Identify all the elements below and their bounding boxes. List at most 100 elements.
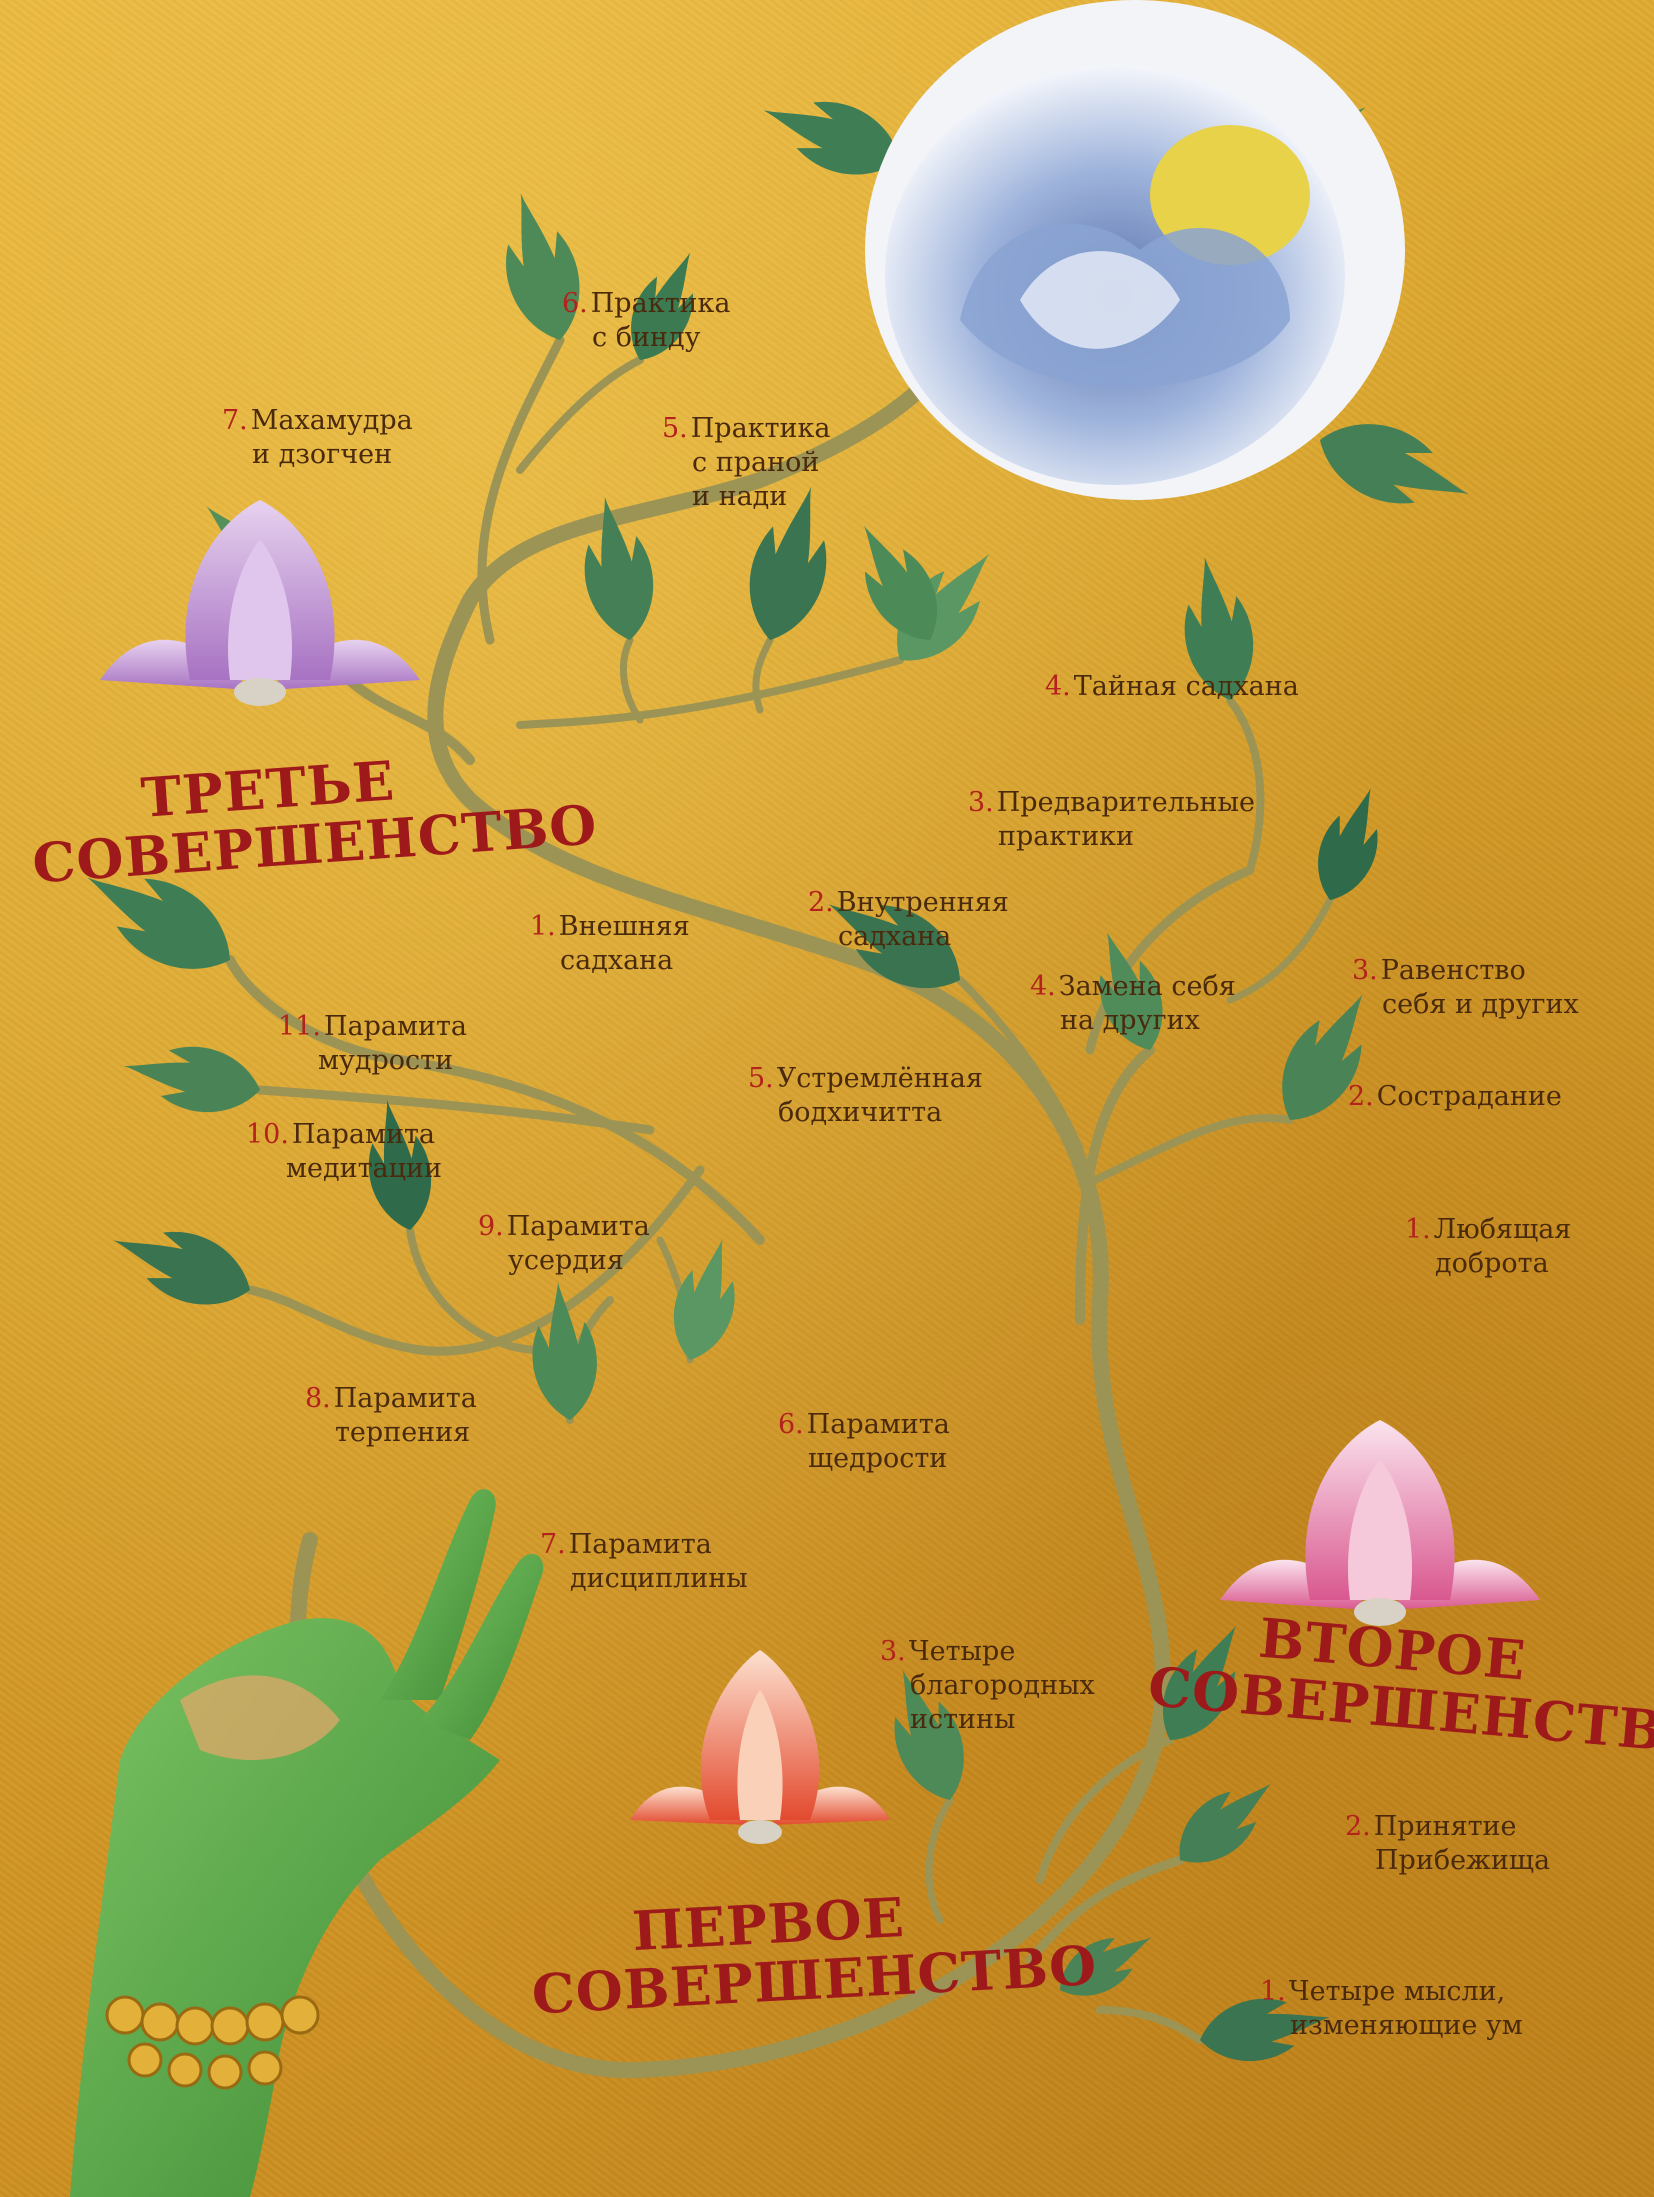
label-line: с бинду [592,322,701,353]
label-first-2: 2.Принятие Прибежища [1345,1810,1550,1878]
label-number: 11. [278,1011,321,1042]
label-third-2: 2.Внутренняя садхана [808,886,1009,954]
label-second-4: 4.Замена себя на других [1030,970,1236,1038]
label-line: 2.Внутренняя [808,887,1009,918]
leaf [661,1231,751,1368]
label-line: 2.Принятие [1345,1811,1517,1842]
label-line: усердия [508,1245,624,1276]
label-number: 6. [562,288,588,319]
label-number: 7. [222,405,248,436]
label-line: практики [998,821,1135,852]
label-line: с праной [692,447,820,478]
label-line: 11.Парамита [278,1011,468,1042]
label-third-6: 6.Практика с бинду [562,287,730,355]
label-line: 1.Любящая [1405,1214,1572,1245]
label-line: 10.Парамита [246,1119,436,1150]
label-number: 5. [748,1063,774,1094]
lotus-red [630,1650,890,1844]
label-line: и нади [692,481,788,512]
label-line: 2.Сострадание [1348,1081,1562,1112]
label-first-9: 9.Парамита усердия [478,1210,650,1278]
leaf [1307,405,1482,529]
label-line: 1.Четыре мысли, [1260,1976,1506,2007]
label-first-7: 7.Парамита дисциплины [540,1528,748,1596]
label-number: 8. [305,1383,331,1414]
label-line: Прибежища [1375,1845,1551,1876]
label-second-3: 3.Равенство себя и других [1352,954,1579,1022]
label-line: 4.Замена себя [1030,971,1236,1002]
label-number: 10. [246,1119,289,1150]
green-hand [70,1489,544,2197]
label-line: 8.Парамита [305,1383,477,1414]
label-second-2: 2.Сострадание [1348,1080,1562,1114]
label-third-3: 3.Предварительные практики [968,786,1255,854]
label-third-4: 4.Тайная садхана [1045,670,1299,704]
label-line: щедрости [808,1443,948,1474]
label-first-10: 10.Парамита медитации [246,1118,442,1186]
lotus-violet [100,500,420,706]
label-line: терпения [335,1417,471,1448]
label-number: 2. [1345,1811,1371,1842]
label-number: 2. [808,887,834,918]
label-line: медитации [286,1153,442,1184]
label-line: садхана [560,945,674,976]
label-line: 3.Равенство [1352,955,1526,986]
label-line: 5.Устремлённая [748,1063,983,1094]
label-line: 4.Тайная садхана [1045,671,1299,702]
stage-title-first: ПЕРВОЕ СОВЕРШЕНСТВО [527,1883,1098,2027]
label-number: 6. [778,1409,804,1440]
label-first-8: 8.Парамита терпения [305,1382,477,1450]
label-line: 6.Парамита [778,1409,950,1440]
label-number: 3. [1352,955,1378,986]
label-second-5: 5.Устремлённая бодхичитта [748,1062,983,1130]
label-number: 1. [1260,1976,1286,2007]
label-second-1: 1.Любящая доброта [1405,1213,1571,1281]
label-line: бодхичитта [778,1097,943,1128]
tree-stems [225,335,1334,2079]
label-line: 6.Практика [562,288,731,319]
label-line: и дзогчен [252,439,393,470]
label-line: изменяющие ум [1290,2010,1523,2041]
label-line: себя и других [1382,989,1579,1020]
label-line: 1.Внешняя [530,911,690,942]
label-first-11: 11.Парамита мудрости [278,1010,467,1078]
leaf [102,1208,262,1322]
label-number: 9. [478,1211,504,1242]
label-number: 3. [880,1636,906,1667]
label-number: 5. [662,413,688,444]
label-line: 7.Парамита [540,1529,712,1560]
label-line: 3.Четыре [880,1636,1016,1667]
label-line: дисциплины [570,1563,748,1594]
leaf [1304,778,1397,910]
label-number: 7. [540,1529,566,1560]
leaf [525,1279,602,1423]
label-line: истины [910,1704,1016,1735]
label-first-6: 6.Парамита щедрости [778,1408,950,1476]
label-line: 7.Махамудра [222,405,413,436]
label-line: на других [1060,1005,1200,1036]
gold-bracelet [105,1995,320,2090]
label-number: 2. [1348,1081,1374,1112]
label-number: 1. [1405,1214,1431,1245]
label-line: 5.Практика [662,413,831,444]
label-line: садхана [838,921,952,952]
label-number: 1. [530,911,556,942]
label-third-5: 5.Практика с праной и нади [662,412,830,514]
leaf [117,1034,266,1122]
label-number: 4. [1045,671,1071,702]
label-first-3: 3.Четыре благородных истины [880,1635,1095,1737]
label-third-1: 1.Внешняя садхана [530,910,690,978]
label-third-7: 7.Махамудра и дзогчен [222,404,413,472]
label-line: благородных [910,1670,1095,1701]
label-number: 4. [1030,971,1056,1002]
peony-flower [865,0,1405,500]
label-line: мудрости [318,1045,454,1076]
lotus-pink [1220,1420,1540,1626]
label-first-1: 1.Четыре мысли, изменяющие ум [1260,1975,1523,2043]
label-line: 9.Парамита [478,1211,650,1242]
label-line: 3.Предварительные [968,787,1256,818]
label-number: 3. [968,787,994,818]
label-line: доброта [1435,1248,1549,1279]
